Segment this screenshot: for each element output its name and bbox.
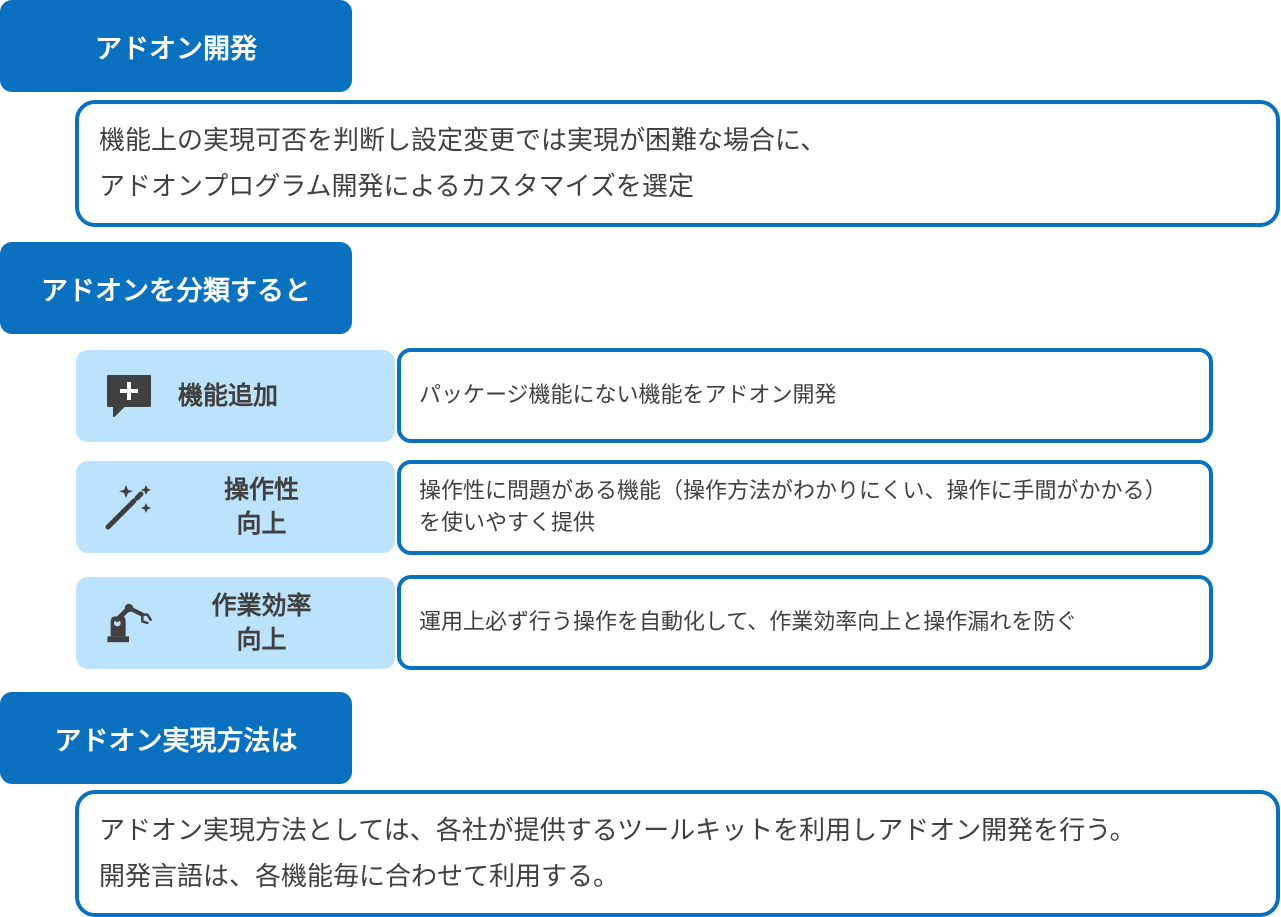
category-label: 機能追加 <box>178 381 279 410</box>
section-title-text: アドオン開発 <box>95 33 257 65</box>
category-description: パッケージ機能にない機能をアドオン開発 <box>397 348 1213 443</box>
category-description: 操作性に問題がある機能（操作方法がわかりにくい、操作に手間がかかる）を使いやすく… <box>397 460 1213 555</box>
category-feature-addition: 機能追加 <box>76 350 395 442</box>
section-title-text: アドオンを分類すると <box>41 275 311 307</box>
section-title-addon-development: アドオン開発 <box>0 0 352 92</box>
category-efficiency-improvement: 作業効率 向上 <box>76 577 395 669</box>
category-label: 作業効率 向上 <box>211 591 312 654</box>
category-description-text: 操作性に問題がある機能（操作方法がわかりにくい、操作に手間がかかる）を使いやすく… <box>419 478 1167 536</box>
robot-arm-icon <box>104 599 154 647</box>
description-line: アドオン実現方法としては、各社が提供するツールキットを利用しアドオン開発を行う。 <box>99 816 1136 846</box>
addon-development-description: 機能上の実現可否を判断し設定変更では実現が困難な場合に、 アドオンプログラム開発… <box>75 100 1280 227</box>
section-title-text: アドオン実現方法は <box>54 725 298 757</box>
section-title-implementation-method: アドオン実現方法は <box>0 692 352 784</box>
add-comment-icon <box>104 372 154 420</box>
implementation-method-description: アドオン実現方法としては、各社が提供するツールキットを利用しアドオン開発を行う。… <box>75 790 1280 917</box>
description-line: 開発言語は、各機能毎に合わせて利用する。 <box>99 862 620 892</box>
category-description-text: 運用上必ず行う操作を自動化して、作業効率向上と操作漏れを防ぐ <box>419 609 1078 635</box>
category-usability-improvement: 操作性 向上 <box>76 461 395 553</box>
description-line: アドオンプログラム開発によるカスタマイズを選定 <box>99 172 694 202</box>
description-line: 機能上の実現可否を判断し設定変更では実現が困難な場合に、 <box>99 126 827 156</box>
category-label: 操作性 向上 <box>223 475 299 538</box>
magic-wand-icon <box>104 483 154 531</box>
section-title-classification: アドオンを分類すると <box>0 242 352 334</box>
category-description: 運用上必ず行う操作を自動化して、作業効率向上と操作漏れを防ぐ <box>397 575 1213 670</box>
category-description-text: パッケージ機能にない機能をアドオン開発 <box>419 382 837 408</box>
